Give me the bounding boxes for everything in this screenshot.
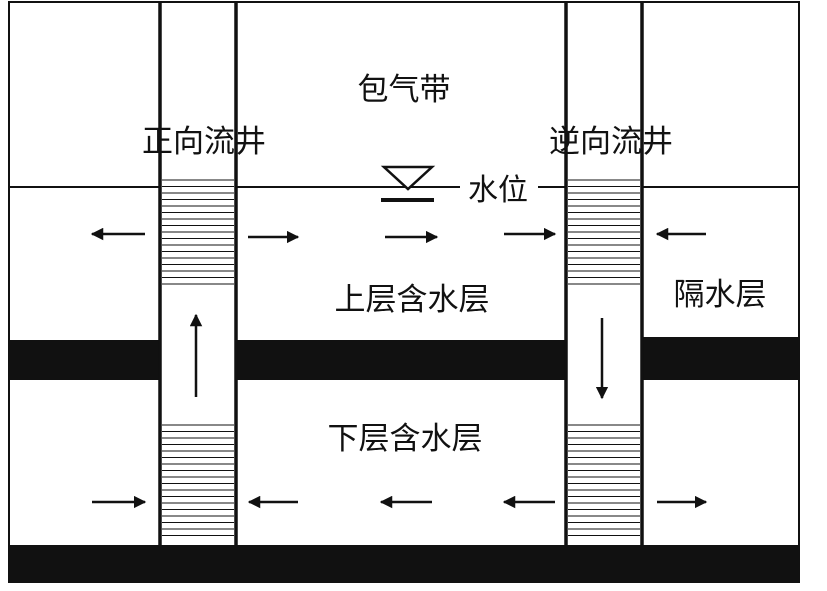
aquitard-band <box>9 338 799 380</box>
aquitard-label: 隔水层 <box>674 277 767 313</box>
reverse-well-upper-screen <box>568 179 640 285</box>
forward-well-upper-screen <box>162 179 234 285</box>
forward-well-lower-screen <box>162 424 234 536</box>
reverse-well-lower-screen <box>568 424 640 536</box>
water-level-label: 水位 <box>468 173 528 208</box>
bottom-base-layer <box>9 545 799 582</box>
reverse-well <box>564 2 644 545</box>
reverse-well-label: 逆向流井 <box>549 124 673 160</box>
flow-arrows <box>90 227 708 509</box>
upper-aquifer-label: 上层含水层 <box>335 282 490 318</box>
lower-aquifer-label: 下层含水层 <box>328 421 483 457</box>
aquitard-region <box>641 186 800 339</box>
forward-well <box>158 2 238 545</box>
forward-well-label: 正向流井 <box>142 124 266 160</box>
water-level-marker-icon <box>380 165 436 202</box>
vadose-zone-label: 包气带 <box>358 72 451 108</box>
well-screens <box>162 179 640 536</box>
